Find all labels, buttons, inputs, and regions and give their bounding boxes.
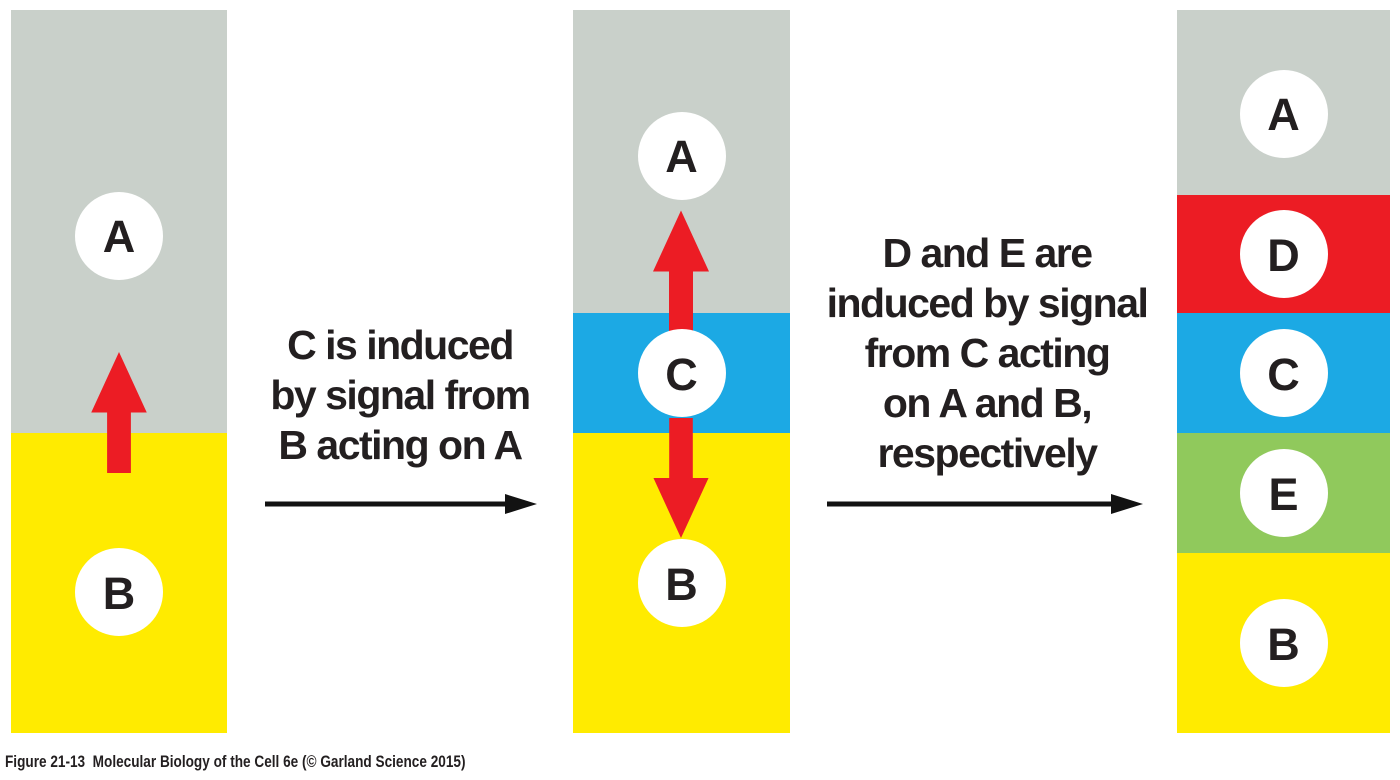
annotation-step2: D and E are induced by signal from C act… [810,228,1164,478]
cell-label-a: A [1239,69,1328,158]
region-c-band: C [573,313,790,433]
tissue-bar-stage3: A D C E B [1177,10,1390,733]
annotation-step1: C is induced by signal from B acting on … [238,320,562,470]
annotation-step2-line5: respectively [877,430,1098,476]
tissue-bar-stage1: A B [11,10,227,733]
induction-arrow-down-icon [653,418,709,538]
cell-label-b: B [1239,599,1328,687]
annotation-step2-line2: induced by signal [826,280,1149,326]
region-b-band: B [11,433,227,733]
cell-label-b: B [75,548,163,636]
induction-arrow-up-icon [91,352,147,473]
progression-arrow-icon [265,494,537,514]
figure-caption: Figure 21-13 Molecular Biology of the Ce… [5,752,466,771]
annotation-step2-line4: on A and B, [882,380,1093,426]
induction-arrow-up-icon [653,210,709,333]
region-a-band: A [573,10,790,313]
tissue-bar-stage2: A C B [573,10,790,733]
cell-label-d: D [1239,210,1328,298]
region-e-band: E [1177,433,1390,553]
annotation-step1-line2: by signal from [270,372,531,418]
cell-label-c: C [1239,329,1328,417]
cell-label-a: A [75,191,163,280]
progression-arrow-icon [827,494,1143,514]
region-c-band: C [1177,313,1390,433]
cell-label-c: C [637,329,726,417]
annotation-step1-line1: C is induced [287,322,514,368]
region-a-band: A [1177,10,1390,195]
annotation-step1-line3: B acting on A [278,422,523,468]
annotation-step2-line3: from C acting [864,330,1111,376]
annotation-step2-line1: D and E are [882,230,1093,276]
region-d-band: D [1177,195,1390,313]
region-b-band: B [573,433,790,733]
cell-label-b: B [637,539,726,627]
cell-label-a: A [637,111,726,200]
region-b-band: B [1177,553,1390,733]
cell-label-e: E [1239,449,1328,537]
